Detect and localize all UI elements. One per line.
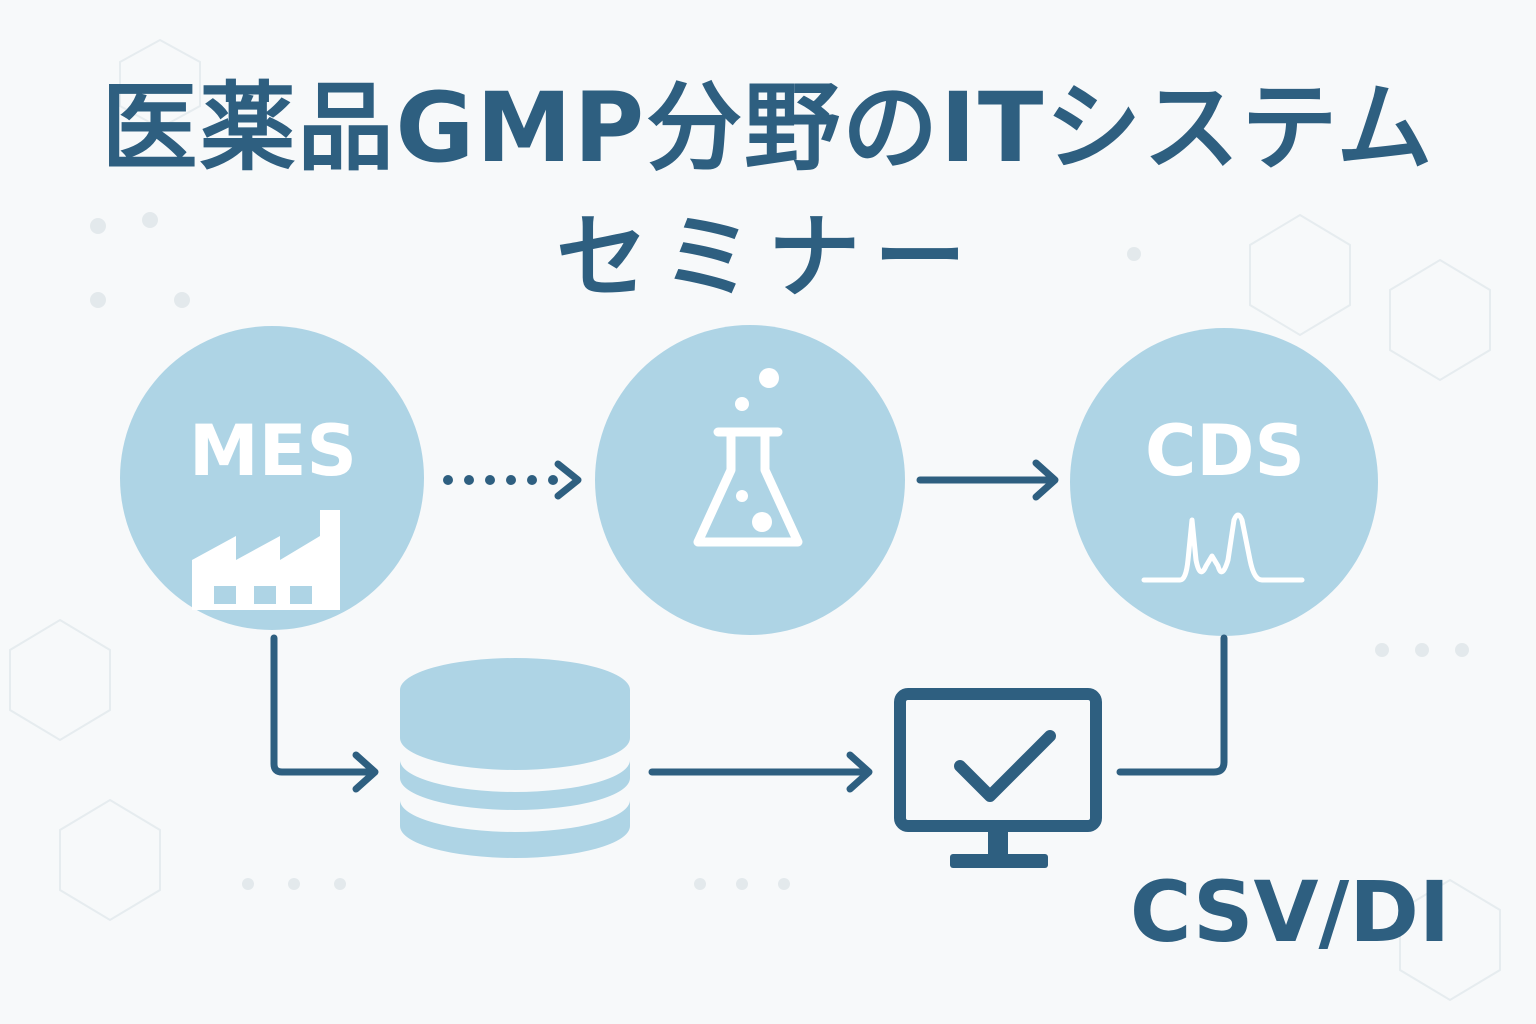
lab-node (595, 325, 905, 635)
database-icon (400, 658, 630, 858)
arrow-mes-to-database (270, 634, 379, 793)
cds-node (1070, 328, 1378, 636)
mes-node (120, 326, 424, 630)
arrow-database-to-monitor (648, 751, 873, 793)
factory-icon (192, 510, 340, 610)
flask-icon (693, 368, 803, 547)
monitor-check-icon (894, 688, 1102, 868)
background-decoration (9, 38, 1501, 1002)
mes-label: MES (189, 410, 357, 492)
lab-circle (595, 325, 905, 635)
title-line2: セミナー (555, 204, 980, 311)
line-cds-to-monitor (1116, 634, 1228, 776)
dotted-arrow-mes-to-lab (443, 460, 582, 500)
arrow-lab-to-cds (916, 459, 1059, 501)
title-line1: 医薬品GMP分野のITシステム (101, 72, 1435, 184)
cds-label: CDS (1145, 410, 1305, 492)
mes-circle (120, 326, 424, 630)
background-dots (90, 212, 1469, 890)
csv-di-label: CSV/DI (1129, 863, 1451, 961)
chromatogram-icon (1141, 512, 1305, 583)
cds-circle (1070, 328, 1378, 636)
